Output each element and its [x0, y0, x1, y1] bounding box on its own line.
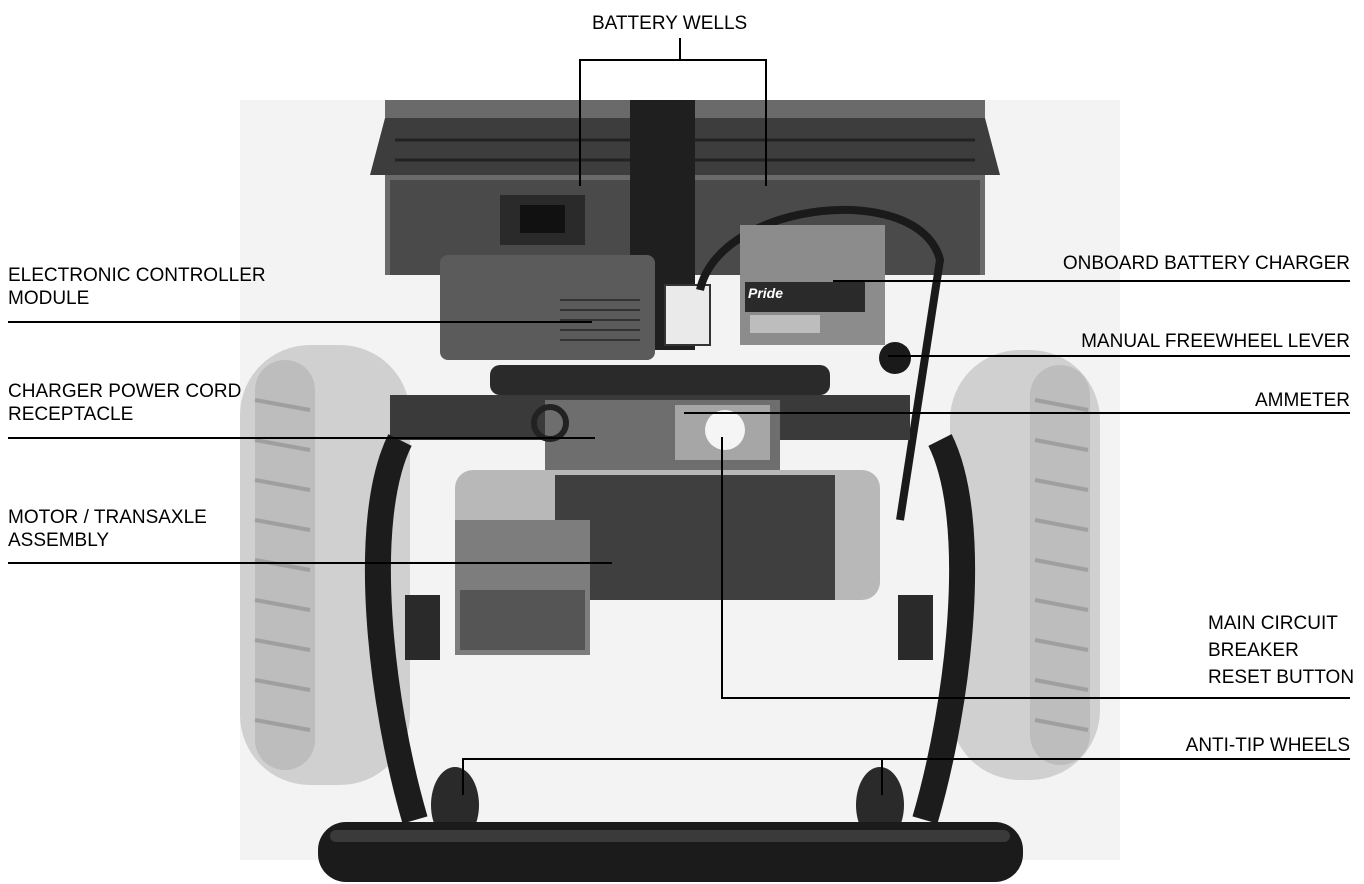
label-anti-tip-wheels: ANTI-TIP WHEELS [1185, 735, 1350, 756]
label-line: ASSEMBLY [8, 530, 110, 551]
frame-bar [490, 365, 830, 395]
charger-brand-logo: Pride [748, 285, 784, 301]
controller-module [440, 255, 711, 360]
anti-tip-leader [462, 758, 1350, 795]
label-battery-wells: BATTERY WELLS [592, 13, 748, 34]
label-onboard-charger: ONBOARD BATTERY CHARGER [1062, 253, 1350, 274]
battery-wells-leader [579, 38, 681, 186]
label-line: MODULE [8, 288, 90, 309]
motor-assembly [455, 470, 880, 655]
onboard-charger [740, 225, 885, 345]
label-line: MOTOR / TRANSAXLE [8, 507, 207, 528]
charger-cable [696, 206, 945, 521]
battery-wells-leader-right [680, 59, 767, 186]
label-manual-freewheel: MANUAL FREEWHEEL LEVER [1081, 331, 1350, 352]
right-tire [950, 350, 1100, 780]
label-line: RESET BUTTON [1208, 667, 1355, 688]
left-bracket [405, 595, 440, 660]
label-electronic-controller: ELECTRONIC CONTROLLER MODULE [8, 264, 266, 310]
label-motor-transaxle: MOTOR / TRANSAXLE ASSEMBLY [8, 506, 207, 552]
label-line: ELECTRONIC CONTROLLER [8, 265, 266, 286]
label-circuit-breaker: MAIN CIRCUIT BREAKER RESET BUTTON [1208, 610, 1354, 691]
suspension-arms [364, 434, 976, 824]
label-line: MAIN CIRCUIT [1208, 613, 1338, 634]
label-ammeter: AMMETER [1255, 390, 1350, 411]
label-charger-receptacle: CHARGER POWER CORD RECEPTACLE [8, 380, 241, 426]
label-line: CHARGER POWER CORD [8, 381, 242, 402]
breaker-leader [721, 437, 1350, 699]
left-tire [240, 345, 410, 785]
right-bracket [898, 595, 933, 660]
label-line: BREAKER [1208, 640, 1299, 661]
label-line: RECEPTACLE [8, 404, 134, 425]
freewheel-knob [879, 342, 911, 374]
